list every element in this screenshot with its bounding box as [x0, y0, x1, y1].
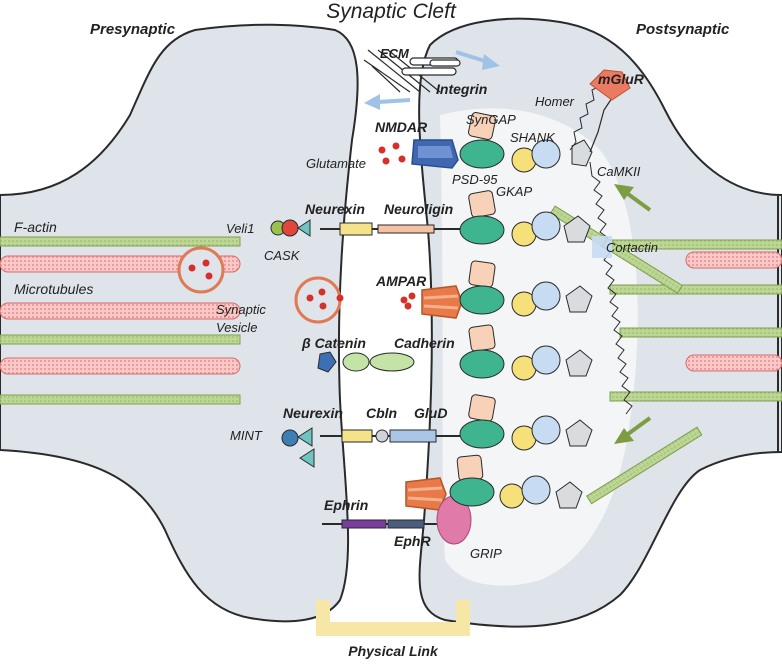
ampar-label: AMPAR [375, 273, 427, 289]
presynaptic-membrane [0, 23, 359, 623]
ephr-label: EphR [394, 533, 431, 549]
mglur-label: mGluR [598, 71, 645, 87]
physical-link-bracket [316, 600, 470, 636]
cask-label: CASK [264, 248, 301, 263]
receptor-icon [421, 285, 463, 319]
glutamate-dots [378, 142, 416, 310]
postsynaptic-label: Postsynaptic [636, 21, 730, 38]
camkii-label: CaMKII [597, 164, 641, 179]
neuroligin-label: Neuroligin [384, 201, 453, 217]
cortactin-label: Cortactin [606, 240, 658, 255]
homer-label: Homer [535, 94, 575, 109]
ephrin-ephr [322, 519, 440, 529]
syngap-label: SynGAP [466, 112, 516, 127]
arrow-icon [614, 184, 652, 444]
microtubules-label: Microtubules [14, 281, 93, 297]
shank-label: SHANK [510, 130, 556, 145]
grip-label: GRIP [470, 546, 502, 561]
vesicle-label: Vesicle [216, 320, 257, 335]
integrin-label: Integrin [436, 81, 487, 97]
glud-label: GluD [414, 405, 447, 421]
vesicle-icon [177, 246, 344, 324]
ecm-fibers [363, 49, 461, 93]
postsynaptic-microtubules [685, 251, 782, 372]
factin-label: F-actin [14, 219, 57, 235]
neurexin-label-2: Neurexin [283, 405, 343, 421]
presynaptic-factin [0, 236, 241, 405]
neurexin-cbln-glud [281, 427, 470, 468]
veli1-label: Veli1 [226, 221, 254, 236]
neurexin-label-1: Neurexin [305, 201, 365, 217]
diagram-labels: Synaptic Cleft Presynaptic Postsynaptic … [14, 0, 730, 659]
ecm-label: ECM [380, 46, 410, 61]
presynaptic-label: Presynaptic [90, 21, 176, 38]
cbln-label: Cbln [366, 405, 397, 421]
mint-label: MINT [230, 428, 263, 443]
scaffold-icon [449, 112, 593, 509]
physical-link-label: Physical Link [348, 643, 439, 659]
receptor-icon [405, 477, 447, 511]
cadherin-label: Cadherin [394, 335, 455, 351]
glutamate-label: Glutamate [306, 156, 366, 171]
homer-chain [589, 97, 613, 153]
receptor-icon [411, 139, 459, 169]
synaptic-label: Synaptic [216, 302, 266, 317]
neurexin-neuroligin [270, 219, 470, 237]
nmdar-label: NMDAR [375, 119, 428, 135]
ephrin-label: Ephrin [324, 497, 368, 513]
psd95-label: PSD-95 [452, 172, 498, 187]
receptor-icon [589, 69, 631, 101]
catenin-label: β Catenin [301, 335, 366, 351]
catenin-cadherin [317, 351, 415, 373]
gkap-label: GKAP [496, 184, 532, 199]
arrow-icon [364, 50, 500, 110]
cortactin-protein [592, 236, 612, 258]
title-label: Synaptic Cleft [326, 0, 457, 23]
